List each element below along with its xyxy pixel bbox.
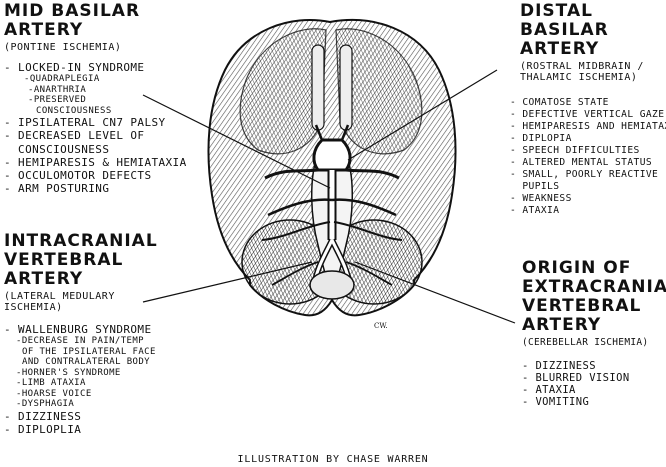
right-frontal-lobe bbox=[335, 28, 423, 155]
list-item: CONSCIOUSNESS bbox=[4, 142, 110, 156]
list-item: -QUADRAPLEGIA bbox=[24, 74, 100, 85]
list-item: AND CONTRALATERAL BODY bbox=[22, 357, 151, 368]
list-item: - DIPLOPLIA bbox=[4, 422, 82, 436]
medulla bbox=[309, 270, 355, 300]
pointer-lines bbox=[142, 69, 516, 324]
left-frontal-lobe bbox=[239, 28, 327, 155]
list-item: - HEMIPARESIS AND HEMIATAXIA bbox=[510, 121, 666, 132]
intracranial-vertebral-title-3: ARTERY bbox=[4, 269, 84, 289]
list-item: - ATAXIA bbox=[522, 384, 576, 396]
list-item: OF THE IPSILATERAL FACE bbox=[22, 346, 156, 357]
list-item: - WALLENBURG SYNDROME bbox=[4, 323, 152, 336]
extracranial-vertebral-title-3: VERTEBRAL bbox=[522, 296, 642, 316]
extracranial-vertebral-list: - DIZZINESS - BLURRED VISION - ATAXIA - … bbox=[522, 360, 666, 408]
list-item: - SPEECH DIFFICULTIES bbox=[510, 145, 640, 156]
extracranial-vertebral-title-4: ARTERY bbox=[522, 315, 602, 335]
list-item: -HOARSE VOICE bbox=[16, 388, 92, 399]
mid-basilar-title-1: MID BASILAR bbox=[4, 1, 141, 21]
distal-basilar-title-2: ARTERY bbox=[520, 39, 600, 59]
list-item: -PRESERVED bbox=[28, 95, 87, 106]
list-item: - COMATOSE STATE bbox=[510, 97, 609, 108]
right-olfactory-tract bbox=[339, 44, 353, 131]
list-item: - DIPLOPIA bbox=[510, 133, 572, 144]
list-item: - VOMITING bbox=[522, 396, 590, 408]
extracranial-vertebral-title-2: EXTRACRANIAL bbox=[522, 277, 666, 297]
circle-of-willis bbox=[261, 124, 403, 286]
list-item: - OCCULOMOTOR DEFECTS bbox=[4, 169, 152, 183]
list-item: - DIZZINESS bbox=[522, 360, 596, 372]
list-item: - LOCKED-IN SYNDROME bbox=[4, 61, 145, 74]
list-item: - DEFECTIVE VERTICAL GAZE bbox=[510, 109, 665, 120]
intracranial-vertebral-title-1: INTRACRANIAL bbox=[4, 231, 158, 251]
list-item: CONSCIOUSNESS bbox=[36, 105, 112, 116]
mid-basilar-block: MID BASILAR ARTERY (PONTINE ISCHEMIA) - … bbox=[4, 1, 214, 196]
list-item: - DIZZINESS bbox=[4, 409, 82, 423]
list-item: - IPSILATERAL CN7 PALSY bbox=[4, 116, 166, 130]
mid-basilar-subtitle: (PONTINE ISCHEMIA) bbox=[4, 42, 122, 53]
list-item: - WEAKNESS bbox=[510, 193, 572, 204]
left-olfactory-tract bbox=[311, 44, 325, 131]
list-item: - HEMIPARESIS & HEMIATAXIA bbox=[4, 155, 187, 169]
distal-basilar-block: DISTAL BASILAR ARTERY (ROSTRAL MIDBRAIN … bbox=[490, 2, 666, 217]
list-item: - ALTERED MENTAL STATUS bbox=[510, 157, 653, 168]
intracranial-vertebral-subtitle-1: (LATERAL MEDULARY bbox=[4, 291, 115, 302]
distal-basilar-list: - COMATOSE STATE - DEFECTIVE VERTICAL GA… bbox=[490, 97, 666, 217]
distal-basilar-subtitle-2: THALAMIC ISCHEMIA) bbox=[520, 72, 638, 83]
mid-basilar-title-2: ARTERY bbox=[4, 20, 84, 40]
extracranial-vertebral-block: ORIGIN OF EXTRACRANIAL VERTEBRAL ARTERY … bbox=[522, 258, 666, 409]
intracranial-vertebral-list: - WALLENBURG SYNDROME -DECREASE IN PAIN/… bbox=[4, 323, 204, 436]
list-item: - ARM POSTURING bbox=[4, 182, 110, 196]
list-item: -ANARTHRIA bbox=[28, 84, 87, 95]
list-item: -HORNER'S SYNDROME bbox=[16, 367, 121, 378]
list-item: -DYSPHAGIA bbox=[16, 399, 75, 410]
artist-signature: CW. bbox=[374, 322, 388, 330]
illustration-credit: ILLUSTRATION BY CHASE WARREN bbox=[237, 454, 429, 465]
list-item: - DECREASED LEVEL OF bbox=[4, 129, 145, 143]
intracranial-vertebral-block: INTRACRANIAL VERTEBRAL ARTERY (LATERAL M… bbox=[4, 232, 204, 436]
list-item: -LIMB ATAXIA bbox=[16, 378, 86, 389]
extracranial-vertebral-title-1: ORIGIN OF bbox=[522, 258, 632, 278]
distal-basilar-title-1: DISTAL BASILAR bbox=[520, 1, 609, 40]
intracranial-vertebral-subtitle-2: ISCHEMIA) bbox=[4, 302, 63, 313]
list-item: - ATAXIA bbox=[510, 205, 560, 216]
list-item: - BLURRED VISION bbox=[522, 372, 630, 384]
pointer-intracranial-vertebral bbox=[142, 261, 313, 303]
distal-basilar-subtitle-1: (ROSTRAL MIDBRAIN / bbox=[520, 61, 644, 72]
pointer-mid-basilar bbox=[142, 94, 331, 189]
pointer-extracranial-vertebral bbox=[354, 261, 516, 324]
pointer-distal-basilar bbox=[347, 69, 498, 161]
mid-basilar-list: - LOCKED-IN SYNDROME -QUADRAPLEGIA -ANAR… bbox=[4, 61, 214, 195]
list-item: - SMALL, POORLY REACTIVE bbox=[510, 169, 659, 180]
list-item: -DECREASE IN PAIN/TEMP bbox=[16, 336, 145, 347]
list-item: PUPILS bbox=[510, 181, 560, 192]
extracranial-vertebral-subtitle: (CEREBELLAR ISCHEMIA) bbox=[522, 337, 649, 348]
intracranial-vertebral-title-2: VERTEBRAL bbox=[4, 250, 124, 270]
